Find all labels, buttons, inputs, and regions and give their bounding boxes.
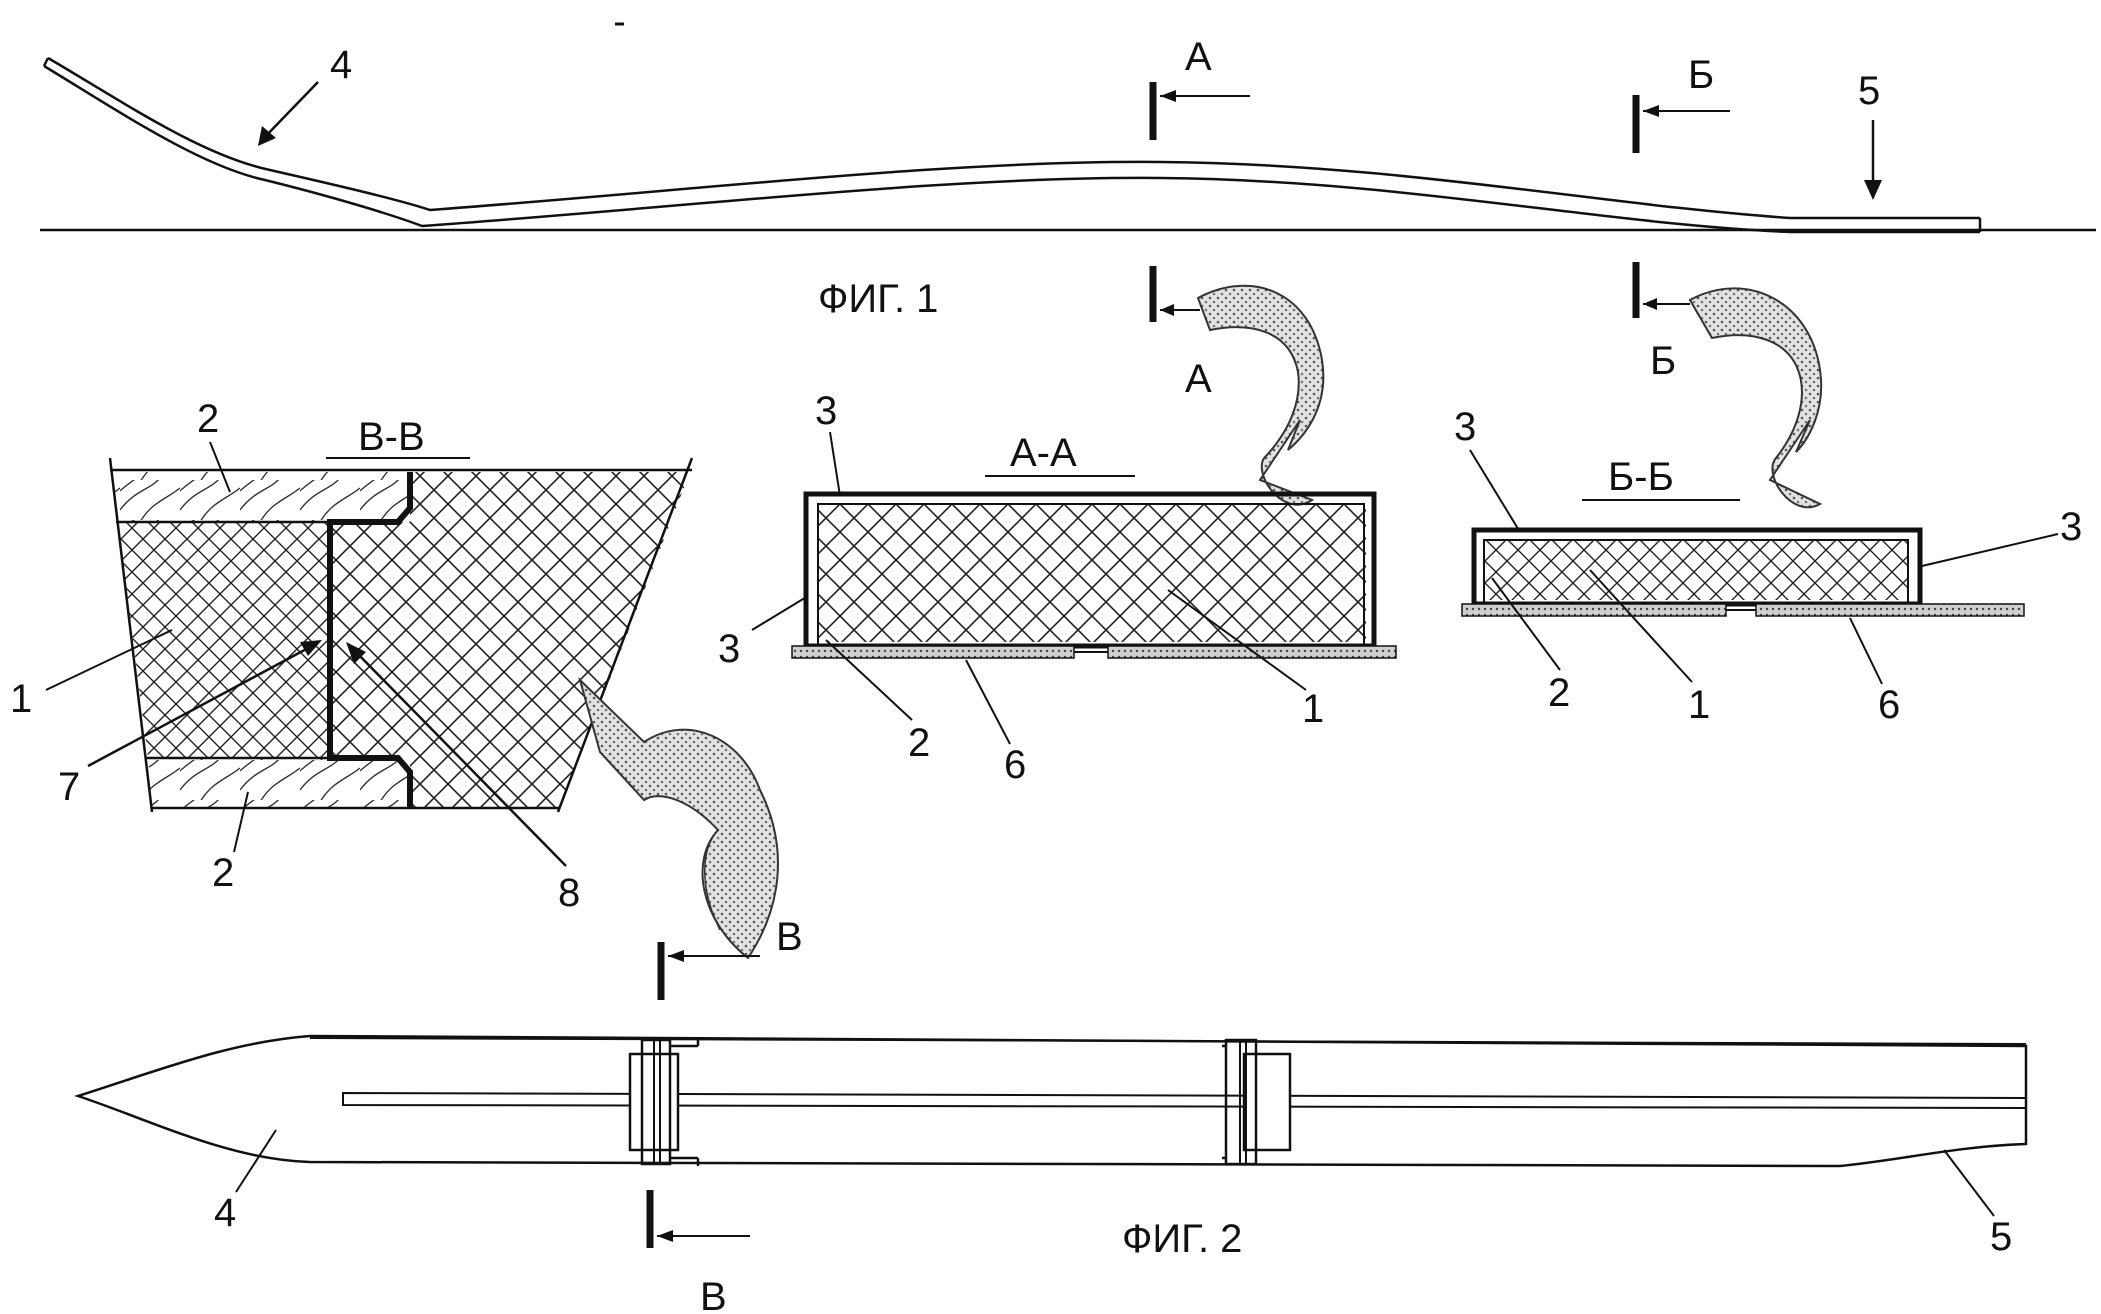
- section-vv: В-В 2 1 2 7 8 В: [10, 397, 803, 1000]
- label-vv-core: 1: [10, 677, 32, 721]
- label-vv-top-layer: 2: [197, 397, 219, 441]
- curved-arrow-v: [578, 676, 779, 960]
- fig1-side-view: 4 5 А Б ФИГ. 1: [40, 22, 2096, 321]
- section-label-b-view: Б: [1650, 339, 1676, 383]
- binding-plate-front: [628, 1038, 700, 1166]
- label-bb-core: 1: [1688, 683, 1710, 727]
- fig2-top-view: В 4 5 ФИГ. 2: [73, 1034, 2028, 1314]
- label-vv-bottom-layer: 2: [212, 851, 234, 895]
- label-ski-tail: 5: [1858, 69, 1880, 113]
- label-bb-side-shell: 3: [2060, 505, 2082, 549]
- bb-base-right: [1755, 603, 2025, 617]
- vv-outline-right: [556, 457, 694, 813]
- arrow-ski-tip: [261, 81, 319, 141]
- ski-top-edge-line: [309, 1037, 2027, 1045]
- label-aa-core: 1: [1302, 687, 1324, 731]
- binding-plate-rear: [1222, 1038, 1292, 1166]
- ski-profile-bottom: [43, 64, 1980, 234]
- section-title-vv: В-В: [358, 415, 425, 459]
- label-bb-top-shell: 3: [1454, 405, 1476, 449]
- label-aa-base: 6: [1004, 743, 1026, 787]
- arrowhead-ski-tip: [258, 126, 276, 146]
- vv-left-bottom-layer: [148, 758, 410, 808]
- label-bb-base: 6: [1878, 683, 1900, 727]
- section-bb: Б-Б 3 3 2 1 6: [1454, 405, 2082, 727]
- aa-inner-outline: [817, 503, 1365, 647]
- label-vv-joint-right: 8: [558, 871, 580, 915]
- vv-left-core: [118, 522, 330, 758]
- section-title-bb: Б-Б: [1608, 455, 1674, 499]
- view-arrow-a: А: [1149, 266, 1325, 506]
- section-mark-b: Б: [1632, 53, 1730, 153]
- section-label-b-top: Б: [1688, 53, 1714, 97]
- vv-joint: [327, 472, 413, 808]
- label-fig2-tip: 4: [214, 1191, 236, 1235]
- view-arrow-b: Б: [1632, 262, 1823, 509]
- label-vv-joint-left: 7: [58, 765, 80, 809]
- section-aa: А-А 3 3 2 6 1: [718, 389, 1397, 787]
- bb-core: [1484, 540, 1908, 600]
- aa-core: [818, 504, 1366, 642]
- label-aa-side-shell: 3: [718, 627, 740, 671]
- section-label-a-top: А: [1185, 35, 1212, 79]
- label-fig2-tail: 5: [1990, 1215, 2012, 1259]
- label-aa-sidewall: 2: [908, 721, 930, 765]
- ski-top-outline: [73, 1034, 2028, 1168]
- section-mark-a: А: [1149, 35, 1250, 140]
- vv-left-top-layer: [112, 472, 410, 522]
- label-ski-tip: 4: [330, 43, 352, 87]
- ski-profile-top: [47, 56, 1980, 220]
- ski-tip-end: [42, 57, 50, 67]
- curved-arrow-a: [1196, 284, 1325, 506]
- figure-caption-1: ФИГ. 1: [818, 277, 938, 321]
- vv-outline-left: [108, 457, 154, 813]
- ski-groove: [342, 1091, 2027, 1110]
- vv-right-core: [330, 472, 690, 808]
- section-label-v-bottom: В: [700, 1275, 727, 1314]
- figure-caption-2: ФИГ. 2: [1122, 1217, 1242, 1261]
- curved-arrow-b: [1688, 287, 1823, 509]
- section-label-v-top: В: [776, 915, 803, 959]
- section-title-aa: А-А: [1010, 431, 1077, 475]
- label-aa-top-shell: 3: [815, 389, 837, 433]
- bb-base-left: [1461, 603, 1727, 617]
- label-bb-sidewall: 2: [1548, 671, 1570, 715]
- section-label-a-view: А: [1185, 357, 1212, 401]
- arrowhead-ski-tail: [1864, 180, 1882, 200]
